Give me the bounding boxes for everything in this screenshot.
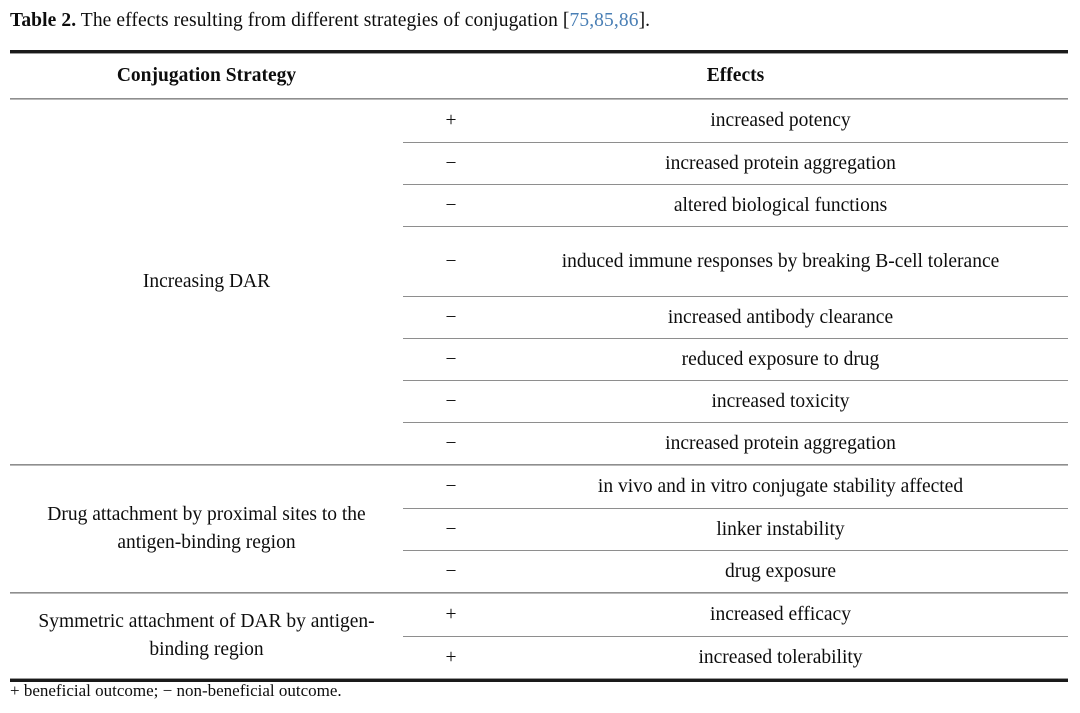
- effect-text: increased toxicity: [711, 390, 850, 412]
- table-row: + increased potency: [403, 100, 1068, 142]
- outcome-sign: −: [445, 152, 457, 174]
- group-label: Drug attachment by proximal sites to the…: [47, 504, 366, 553]
- group-rows: + increased potency − increased protein …: [403, 100, 1068, 464]
- table-row: + increased efficacy: [403, 594, 1068, 636]
- table-footnote: + beneficial outcome; − non-beneficial o…: [10, 681, 342, 700]
- outcome-sign: +: [445, 110, 457, 131]
- column-header-conjugation-strategy: Conjugation Strategy: [116, 65, 297, 86]
- group-separator-rule: [10, 464, 1068, 466]
- outcome-sign: −: [445, 250, 457, 272]
- outcome-sign: −: [445, 560, 457, 582]
- caption-tail: ].: [638, 10, 651, 31]
- effect-text: increased tolerability: [698, 646, 863, 668]
- group-rows: + increased efficacy + increased tolerab…: [403, 594, 1068, 678]
- column-header-effects: Effects: [706, 65, 765, 86]
- caption-reference-link[interactable]: 75,85,86: [569, 10, 639, 31]
- effect-text: increased efficacy: [710, 604, 851, 625]
- table-row: − increased antibody clearance: [403, 296, 1068, 338]
- table-row: − increased protein aggregation: [403, 422, 1068, 464]
- outcome-sign: −: [445, 518, 457, 540]
- conjugation-effects-table: Conjugation Strategy Effects Increasing …: [10, 50, 1068, 682]
- table-row: − in vivo and in vitro conjugate stabili…: [403, 466, 1068, 508]
- effect-text: increased protein aggregation: [665, 152, 896, 174]
- caption-text: The effects resulting from different str…: [76, 10, 570, 31]
- outcome-sign: +: [445, 646, 457, 668]
- table-bottom-rule: [10, 678, 1068, 682]
- caption-label: Table 2.: [10, 10, 77, 31]
- outcome-sign: +: [445, 604, 457, 625]
- effect-text: reduced exposure to drug: [681, 348, 880, 370]
- outcome-sign: −: [445, 432, 457, 454]
- table-group-symmetric-attachment: Symmetric attachment of DAR by antigen-b…: [10, 594, 1068, 678]
- table-group-increasing-dar: Increasing DAR + increased potency − inc…: [10, 100, 1068, 464]
- outcome-sign: −: [445, 194, 457, 216]
- group-separator-rule: [10, 592, 1068, 594]
- table-row: + increased tolerability: [403, 636, 1068, 678]
- effect-text: induced immune responses by breaking B-c…: [561, 250, 1000, 272]
- effect-text: increased protein aggregation: [665, 432, 896, 454]
- group-label: Symmetric attachment of DAR by antigen-b…: [38, 611, 375, 660]
- table-top-rule: [10, 50, 1068, 54]
- table-row: − drug exposure: [403, 550, 1068, 592]
- table-row: − linker instability: [403, 508, 1068, 550]
- outcome-sign: −: [445, 476, 457, 497]
- effect-text: altered biological functions: [673, 194, 888, 216]
- table-row: − induced immune responses by breaking B…: [403, 226, 1068, 296]
- table-row: − increased toxicity: [403, 380, 1068, 422]
- outcome-sign: −: [445, 390, 457, 412]
- effect-text: in vivo and in vitro conjugate stability…: [597, 476, 964, 497]
- effect-text: drug exposure: [724, 560, 836, 582]
- group-rows: − in vivo and in vitro conjugate stabili…: [403, 466, 1068, 592]
- header-bottom-rule: [10, 98, 1068, 100]
- effect-text: linker instability: [716, 518, 845, 540]
- table-row: − reduced exposure to drug: [403, 338, 1068, 380]
- group-label: Increasing DAR: [142, 271, 271, 292]
- outcome-sign: −: [445, 306, 457, 328]
- table-row: − altered biological functions: [403, 184, 1068, 226]
- table-row: − increased protein aggregation: [403, 142, 1068, 184]
- table-caption: Table 2. The effects resulting from diff…: [10, 8, 1068, 34]
- outcome-sign: −: [445, 348, 457, 370]
- effect-text: increased antibody clearance: [667, 306, 894, 328]
- effect-text: increased potency: [710, 110, 851, 131]
- table-header-row: Conjugation Strategy Effects: [10, 54, 1068, 98]
- table-group-proximal-attachment: Drug attachment by proximal sites to the…: [10, 466, 1068, 592]
